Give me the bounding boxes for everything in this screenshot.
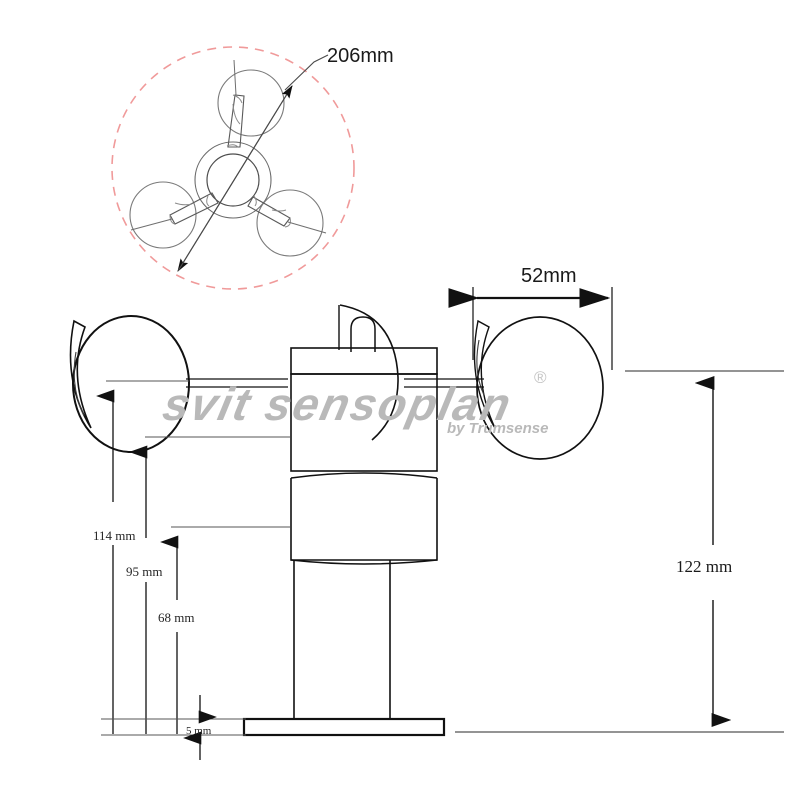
rotor-arm-2-detail [174, 202, 193, 206]
rotor-arm-3-tip [284, 217, 291, 228]
hub-notch-3 [253, 195, 257, 207]
hub-notch-1 [226, 144, 239, 148]
diameter-dim-leader [284, 54, 329, 91]
rotor-arm-1-tip [232, 94, 243, 104]
dimension-95mm-group: 95 mm [126, 436, 290, 734]
dimension-122mm-group: 122 mm [455, 370, 784, 733]
hub-notch-2 [206, 195, 210, 207]
watermark-registered-icon: ® [534, 368, 547, 387]
dimension-label-5mm: 5 mm [186, 725, 212, 737]
dimension-label-206mm: 206mm [327, 45, 394, 67]
top-view-cup-2 [129, 181, 197, 249]
dimension-label-68mm: 68 mm [158, 610, 194, 625]
sensor-collar-outline [290, 478, 438, 561]
left-cup-rim-edge [69, 319, 92, 429]
front-view-group [69, 304, 604, 737]
dimension-5mm-group: 5 mm [101, 695, 246, 760]
rotor-arm-2 [169, 192, 219, 225]
top-view-cup-3 [256, 189, 324, 257]
base-plate [242, 717, 446, 737]
rotor-arm-2-tip [169, 214, 176, 225]
dimension-label-52mm: 52mm [521, 265, 577, 287]
rotor-hub-pin [350, 316, 376, 352]
rotor-arm-1 [227, 94, 245, 148]
dimension-label-122mm: 122 mm [676, 557, 732, 576]
watermark-brand: svit sensoplan [159, 378, 517, 429]
diameter-dim-line-upper [177, 85, 293, 272]
top-view-group: 206mm [111, 45, 394, 290]
left-cup-inner-edge [73, 351, 85, 417]
rear-cup-arc [339, 304, 399, 441]
sensor-collar-bottom-curve [290, 559, 438, 565]
sensor-collar-top-curve [290, 472, 438, 479]
dimension-114mm-group: 114 mm [93, 380, 189, 734]
top-view-cup-2-edge [130, 218, 173, 231]
dimension-52mm-group: 52mm [448, 265, 613, 370]
watermark-group: svit sensoplan by Trumsense ® [159, 368, 549, 437]
right-cup-rim-edge [473, 319, 496, 429]
rotor-arm-3-detail [271, 209, 287, 212]
sensor-body-barrel [290, 373, 438, 472]
dimension-68mm-group: 68 mm [158, 526, 290, 734]
right-cup-body [476, 316, 604, 460]
top-view-cup-3-edge [287, 221, 327, 234]
rotor-sweep-envelope-circle [111, 46, 355, 290]
hub-inner-ring [206, 153, 260, 207]
right-cup-inner-edge [476, 339, 485, 396]
dimension-label-114mm: 114 mm [93, 528, 136, 543]
top-view-cup-1 [217, 69, 285, 137]
dimension-label-95mm: 95 mm [126, 564, 162, 579]
rotor-arm-1-detail [232, 103, 241, 125]
top-view-cup-1-edge [233, 59, 237, 96]
sensor-body-top-cap [290, 347, 438, 375]
hub-outer-ring [194, 141, 272, 219]
watermark-byline: by Trumsense [447, 420, 548, 437]
